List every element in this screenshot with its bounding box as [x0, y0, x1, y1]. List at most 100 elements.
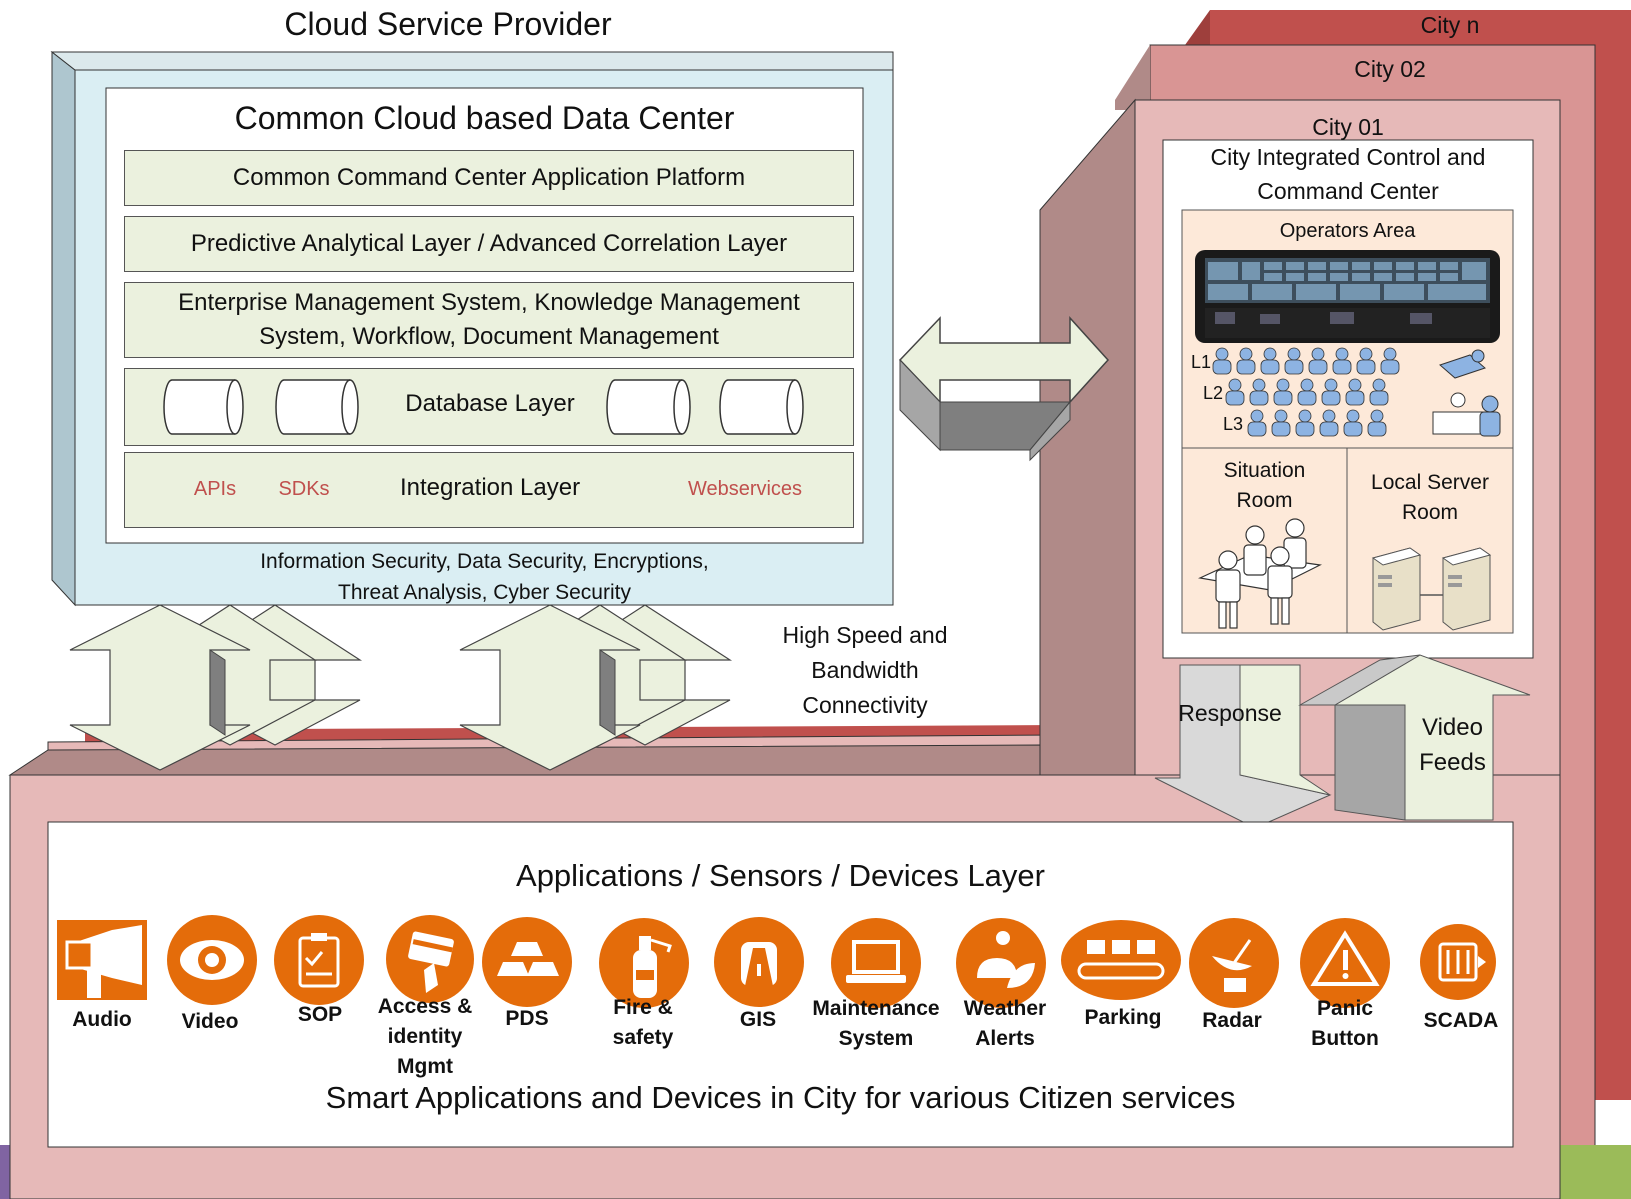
operator-icon [1369, 390, 1389, 406]
operator-icon [1252, 378, 1266, 392]
operator-icon [1345, 390, 1365, 406]
operator-icon [1263, 347, 1277, 361]
server-room-line2: Room [1401, 501, 1459, 524]
apps-layer-title: Applications / Sensors / Devices Layer [516, 858, 1045, 893]
operator-icon [1300, 378, 1314, 392]
situation-room-line2: Room [1236, 489, 1293, 512]
security-line1: Information Security, Data Security, Enc… [260, 550, 709, 573]
operator-icon [1273, 390, 1293, 406]
app-label-pds: PDS [505, 1007, 549, 1030]
app-label-fire-safety: Fire &safety [612, 996, 674, 1049]
operator-icon [1297, 390, 1317, 406]
operator-icon [1356, 359, 1376, 375]
operator-icon [1348, 378, 1362, 392]
operator-icon [1359, 347, 1373, 361]
operator-icon [1276, 378, 1290, 392]
operator-icon [1319, 421, 1339, 437]
fire-extinguisher-icon [599, 918, 689, 1008]
operator-icon [1250, 409, 1264, 423]
level-l3-label: L3 [1222, 414, 1244, 434]
city-01-side [1039, 98, 1136, 776]
operator-icon [1284, 359, 1304, 375]
operator-icon [1380, 359, 1400, 375]
control-panel-icon [1420, 924, 1496, 1000]
analytics-label: Predictive Analytical Layer / Advanced C… [190, 230, 788, 257]
response-arrow [1154, 664, 1332, 829]
command-platform-layer: Common Command Center Application Platfo… [124, 150, 854, 206]
operator-icon [1228, 378, 1242, 392]
app-label-gis: GIS [739, 1008, 777, 1031]
operator-icon [1212, 359, 1232, 375]
enterprise-layer: Enterprise Management System, Knowledge … [124, 282, 854, 358]
operator-icon [1311, 347, 1325, 361]
operator-icon [1367, 421, 1387, 437]
operator-icon [1335, 347, 1349, 361]
datacenter-title: Common Cloud based Data Center [234, 100, 735, 136]
control-center-line1: City Integrated Control and [1210, 144, 1486, 170]
enterprise-label-line2: System, Workflow, Document Management [259, 323, 719, 350]
video-feeds-line1: Video [1422, 714, 1483, 741]
level-l2-label: L2 [1202, 383, 1224, 403]
operator-icon [1274, 409, 1288, 423]
cloud-box-side [51, 50, 76, 607]
access-card-icon [386, 915, 474, 1003]
green-strip [1560, 1145, 1631, 1199]
app-label-radar: Radar [1202, 1009, 1262, 1032]
eye-icon [167, 915, 257, 1005]
operator-icon [1236, 359, 1256, 375]
video-feeds-label: Video Feeds [1405, 710, 1500, 780]
server-icons [1371, 547, 1492, 631]
city-02-side [1115, 45, 1150, 110]
connectivity-label: High Speed and Bandwidth Connectivity [750, 618, 980, 723]
megaphone-icon [57, 920, 147, 1000]
app-label-parking: Parking [1084, 1006, 1162, 1029]
warning-icon [1300, 918, 1390, 1008]
app-label-audio: Audio [72, 1008, 132, 1031]
control-center-line2: Command Center [1257, 178, 1439, 204]
analytics-layer: Predictive Analytical Layer / Advanced C… [124, 216, 854, 272]
integration-layer [124, 452, 854, 528]
video-wall-image [1195, 250, 1500, 343]
operator-icon [1239, 347, 1253, 361]
video-feeds-arrow [1298, 654, 1531, 821]
control-center-title: City Integrated Control and Command Cent… [1163, 140, 1533, 208]
apps-layer-footer: Smart Applications and Devices in City f… [325, 1080, 1236, 1115]
situation-room-line1: Situation [1223, 459, 1306, 482]
weather-icon [956, 918, 1046, 1008]
enterprise-label-line1: Enterprise Management System, Knowledge … [178, 289, 800, 316]
operator-icon [1298, 409, 1312, 423]
connectivity-arrows-left [69, 604, 363, 771]
connectivity-line2: Bandwidth [811, 657, 919, 683]
situation-room-people-icon [1197, 518, 1322, 629]
operator-icon [1215, 347, 1229, 361]
operator-icon [1287, 347, 1301, 361]
connectivity-line3: Connectivity [802, 692, 928, 718]
operator-icon [1322, 409, 1336, 423]
security-text: Information Security, Data Security, Enc… [106, 546, 863, 608]
operators-icons [1212, 347, 1400, 437]
operator-icon [1308, 359, 1328, 375]
sdks-label: SDKs [278, 478, 330, 500]
cloud-city-arrow [898, 316, 1110, 404]
app-label-video: Video [181, 1010, 239, 1033]
server-room-label: Local Server Room [1347, 468, 1513, 528]
operator-icon [1343, 421, 1363, 437]
cloud-box-top [50, 51, 894, 71]
operator-icon [1370, 409, 1384, 423]
app-label-scada: SCADA [1423, 1009, 1499, 1032]
operator-icon [1249, 390, 1269, 406]
operator-icon [1271, 421, 1291, 437]
integration-label: Integration Layer [399, 474, 581, 501]
situation-room-label: Situation Room [1182, 456, 1347, 516]
city-01-label: City 01 [1312, 114, 1384, 140]
situation-room-panel [1181, 447, 1348, 634]
city-n-label: City n [1420, 12, 1480, 38]
operator-icon [1383, 347, 1397, 361]
operator-icon [1346, 409, 1360, 423]
operator-desk-icons [1432, 349, 1501, 437]
city-02-label: City 02 [1354, 56, 1426, 82]
parking-icon [1061, 920, 1181, 1000]
